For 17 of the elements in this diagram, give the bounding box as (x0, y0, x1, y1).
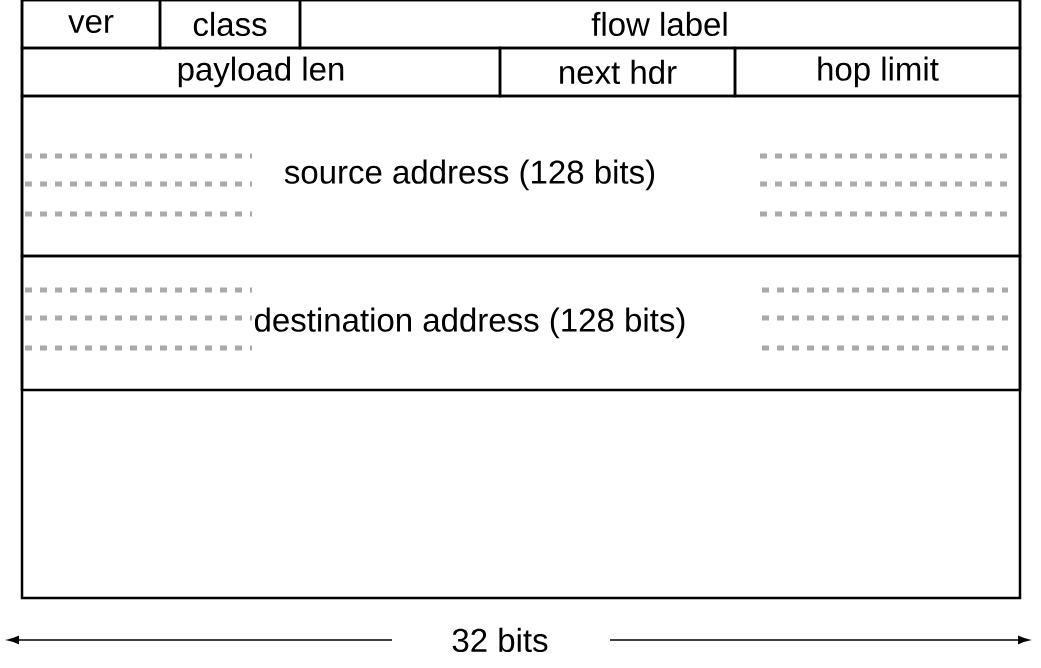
header-field (733, 46, 1022, 98)
field-label: hop limit (818, 56, 939, 88)
field-label: flow label (591, 11, 727, 37)
header-field (20, 46, 502, 98)
dimension-label: 32 bits (452, 627, 548, 653)
field-label: class (193, 11, 267, 37)
field-label: payload len (178, 56, 344, 88)
header-field (20, 0, 162, 50)
field-label: source address (128 bits) (284, 159, 655, 191)
field-label: destination address (128 bits) (254, 307, 685, 339)
field-label: next hdr (560, 59, 677, 85)
header-field (20, 94, 1022, 258)
header-field (20, 254, 1022, 392)
header-field (498, 46, 737, 98)
header-field (158, 0, 302, 50)
header-field (298, 0, 1022, 50)
field-label: ver (68, 14, 114, 34)
